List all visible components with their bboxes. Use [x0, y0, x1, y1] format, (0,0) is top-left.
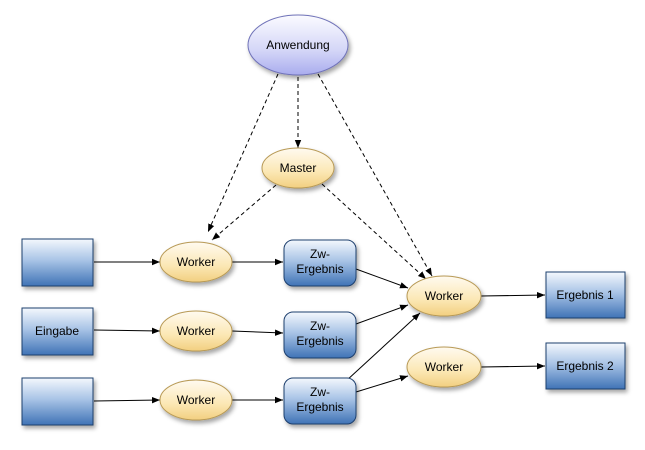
node-anwendung: Anwendung	[247, 14, 349, 76]
zw-1-label-line-1: Zw-	[310, 247, 330, 261]
edge-master-worker4	[321, 183, 427, 280]
edge-input2-worker2	[93, 327, 161, 335]
zw-3-label-line-2: Ergebnis	[296, 400, 343, 414]
node-master: Master	[261, 147, 335, 189]
worker-1-label: Worker	[177, 255, 215, 269]
edge-master-worker1	[211, 184, 277, 241]
node-zw-ergebnis-2: Zw- Ergebnis	[283, 311, 357, 359]
edge-worker2-zw2	[231, 329, 284, 336]
ergebnis-2-label: Ergebnis 2	[556, 359, 614, 373]
worker-2-label: Worker	[177, 324, 215, 338]
node-worker-2: Worker	[159, 310, 233, 352]
zw-1-label-line-2: Ergebnis	[296, 262, 343, 276]
edge-input3-worker3	[93, 396, 161, 404]
node-input-1	[21, 238, 94, 287]
worker-4-label: Worker	[425, 289, 463, 303]
anwendung-label: Anwendung	[266, 38, 329, 52]
node-input-eingabe: Eingabe	[21, 307, 94, 356]
edge-zw3-worker5	[355, 375, 409, 393]
node-worker-5: Worker	[406, 346, 482, 388]
master-label: Master	[280, 161, 317, 175]
node-ergebnis-2: Ergebnis 2	[545, 342, 626, 390]
edge-worker5-result2	[480, 362, 546, 370]
edge-zw2-worker4	[355, 304, 409, 325]
node-zw-ergebnis-3: Zw- Ergebnis	[283, 377, 357, 425]
ergebnis-1-label: Ergebnis 1	[556, 288, 614, 302]
node-ergebnis-1: Ergebnis 1	[545, 271, 626, 319]
edge-app-worker4	[317, 73, 433, 277]
edges	[93, 73, 546, 404]
worker-5-label: Worker	[425, 360, 463, 374]
edge-worker4-result1	[480, 291, 546, 299]
eingabe-label: Eingabe	[35, 324, 79, 338]
node-worker-4: Worker	[406, 275, 482, 317]
edge-app-worker1	[207, 73, 279, 233]
worker-3-label: Worker	[177, 393, 215, 407]
edge-zw1-worker4	[355, 268, 409, 289]
zw-3-label-line-1: Zw-	[310, 385, 330, 399]
zw-2-label-line-1: Zw-	[310, 319, 330, 333]
node-worker-1: Worker	[159, 241, 233, 283]
edge-zw3-worker4	[345, 312, 421, 382]
zw-2-label-line-2: Ergebnis	[296, 334, 343, 348]
node-input-3	[21, 377, 94, 426]
node-zw-ergebnis-1: Zw- Ergebnis	[283, 239, 357, 287]
node-worker-3: Worker	[159, 379, 233, 421]
